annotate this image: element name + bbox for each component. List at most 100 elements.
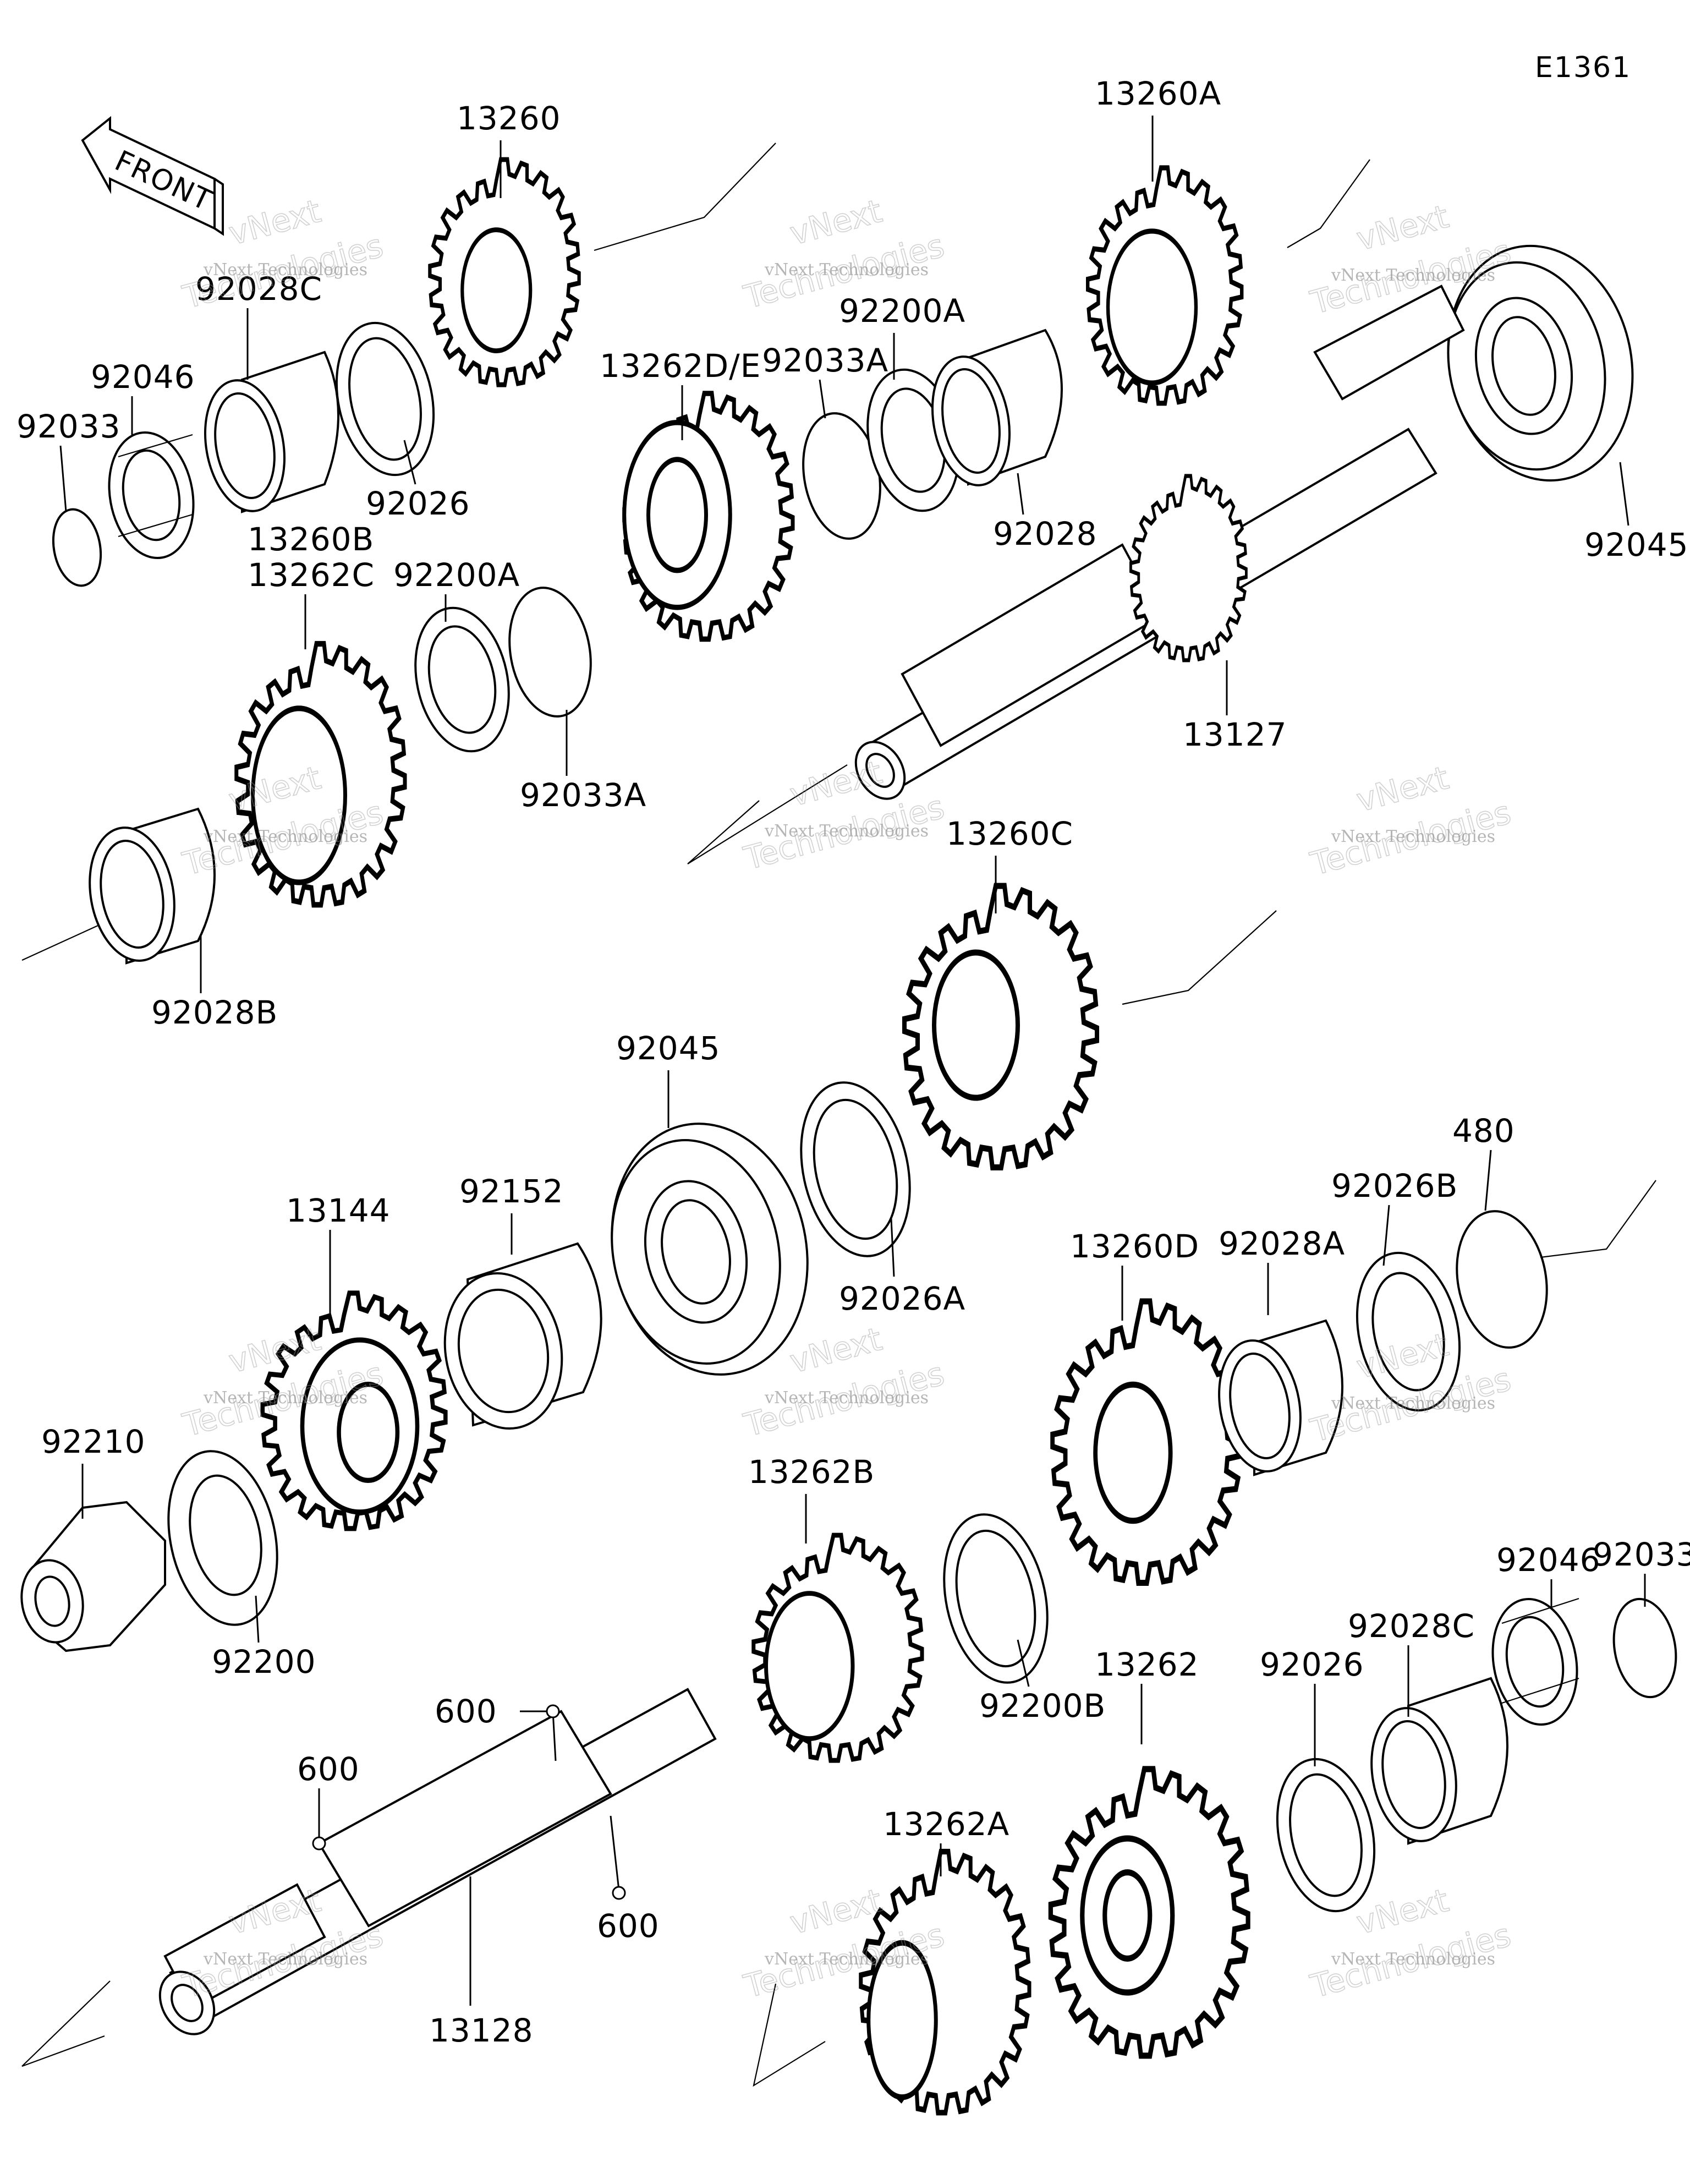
svg-text:vNext Technologies: vNext Technologies [1331, 1950, 1495, 1969]
gear-13127-integrated [1131, 476, 1246, 660]
gear-13260C [904, 886, 1097, 1168]
washer-92200B [943, 1513, 1049, 1684]
collar-92028A [1218, 1319, 1343, 1476]
diagram-code: E1361 [1535, 51, 1631, 84]
label-13260B: 13260B [248, 521, 374, 558]
svg-text:vNext Technologies: vNext Technologies [203, 260, 367, 280]
label-92200B: 92200B [979, 1687, 1106, 1725]
label-92033-top: 92033 [17, 408, 121, 445]
needle-bearing-92046-top [108, 431, 195, 559]
label-13262DE: 13262D/E [600, 347, 761, 385]
axis-line-bottom-left [21, 1980, 111, 2067]
svg-text:vNext: vNext [786, 1320, 886, 1381]
label-480: 480 [1452, 1112, 1515, 1150]
label-92026A: 92026A [839, 1280, 965, 1317]
label-92026-top: 92026 [366, 485, 470, 522]
svg-text:vNext Technologies: vNext Technologies [203, 1388, 367, 1408]
axis-line-shaft-left [687, 764, 848, 864]
label-13260A: 13260A [1095, 75, 1221, 112]
svg-text:vNext Technologies: vNext Technologies [764, 1950, 929, 1969]
gear-13262A [861, 1852, 1029, 2112]
grease-point-dots [312, 1704, 626, 1900]
svg-text:vNext Technologies: vNext Technologies [764, 260, 929, 280]
axis-line-bottom-mid [753, 1983, 826, 2087]
axis-line-bottom-right-a [1122, 910, 1277, 1005]
label-92152: 92152 [459, 1173, 564, 1210]
svg-text:vNext: vNext [786, 753, 886, 814]
label-13262: 13262 [1095, 1646, 1199, 1683]
gear-13262B [754, 1535, 922, 1760]
svg-text:vNext: vNext [1353, 1881, 1452, 1942]
collar-92152 [443, 1242, 602, 1430]
needle-bearing-92046-bottom [1491, 1597, 1579, 1726]
label-92200A-top: 92200A [839, 292, 965, 330]
svg-text:vNext Technologies: vNext Technologies [764, 822, 929, 841]
label-92033A-mid: 92033A [520, 776, 646, 814]
washer-92026-bottom [1276, 1758, 1376, 1913]
svg-text:vNext Technologies: vNext Technologies [1331, 827, 1495, 846]
label-13144: 13144 [286, 1192, 391, 1229]
circlip-92033-bottom [1612, 1597, 1677, 1699]
label-13260: 13260 [457, 100, 561, 137]
circlip-92033A-mid [508, 587, 592, 718]
circlip-92033-top [52, 508, 102, 587]
gear-13260A [1088, 168, 1242, 403]
washer-92200 [167, 1450, 278, 1626]
label-92046-bottom: 92046 [1496, 1541, 1601, 1579]
label-13128: 13128 [429, 2012, 534, 2049]
label-13262C: 13262C [248, 556, 375, 594]
label-92210: 92210 [41, 1423, 146, 1460]
svg-text:vNext Technologies: vNext Technologies [1331, 266, 1495, 285]
label-92028A: 92028A [1219, 1225, 1345, 1262]
label-92028B: 92028B [151, 994, 278, 1031]
shaft-13128 [158, 1688, 717, 2035]
axis-line-top-left [594, 143, 776, 251]
svg-text:vNext: vNext [1353, 759, 1452, 819]
label-92026B: 92026B [1331, 1167, 1458, 1205]
label-92028C-top: 92028C [195, 270, 322, 308]
gear-13260B-13262C [237, 644, 405, 905]
label-92033-bottom: 92033 [1593, 1536, 1690, 1573]
axis-line-top-right [1287, 159, 1370, 248]
svg-text:vNext Technologies: vNext Technologies [1331, 1394, 1495, 1413]
leader-lines [59, 116, 1646, 2006]
label-13127: 13127 [1183, 716, 1287, 753]
label-92045-mid: 92045 [616, 1030, 721, 1067]
svg-text:vNext: vNext [225, 192, 325, 253]
label-13260C: 13260C [946, 815, 1073, 852]
svg-text:vNext Technologies: vNext Technologies [203, 1950, 367, 1969]
washer-92026B [1356, 1251, 1461, 1412]
circlip-480 [1456, 1210, 1548, 1349]
washer-92200A-mid [414, 606, 510, 753]
nut-92210 [20, 1501, 166, 1652]
label-92200A-mid: 92200A [393, 556, 520, 594]
label-92033A-top: 92033A [762, 342, 888, 379]
label-13262B: 13262B [748, 1453, 875, 1491]
label-92028C-bottom: 92028C [1348, 1607, 1475, 1645]
collar-92028C-top [204, 351, 339, 513]
collar-92028C-bottom [1370, 1677, 1508, 1845]
svg-text:vNext: vNext [786, 192, 886, 253]
label-600-c: 600 [597, 1907, 660, 1945]
gear-13260D [1052, 1301, 1240, 1583]
label-92028: 92028 [993, 515, 1098, 552]
washer-92026A [800, 1081, 911, 1257]
front-arrow-icon: FRONT [81, 116, 224, 236]
gear-13262 [1051, 1769, 1248, 2056]
gear-13260 [430, 160, 579, 385]
sprocket-13144 [262, 1293, 446, 1529]
label-13260D: 13260D [1070, 1228, 1199, 1265]
svg-text:vNext Technologies: vNext Technologies [203, 827, 367, 846]
svg-text:vNext: vNext [786, 1881, 886, 1942]
label-600-a: 600 [435, 1693, 497, 1730]
svg-text:vNext: vNext [1353, 198, 1452, 258]
label-92200: 92200 [212, 1643, 316, 1681]
label-92046-top: 92046 [91, 358, 195, 396]
part-labels: 13260 13260A 92028C 92046 92033 92026 13… [17, 75, 1690, 2049]
axis-line-bottom-right-b [1540, 1180, 1656, 1258]
svg-text:vNext Technologies: vNext Technologies [764, 1388, 929, 1408]
ball-bearing-92045-mid [611, 1123, 809, 1376]
label-92026-bottom: 92026 [1260, 1646, 1364, 1683]
gear-13262DE [624, 393, 793, 639]
collar-92028B [89, 807, 216, 965]
